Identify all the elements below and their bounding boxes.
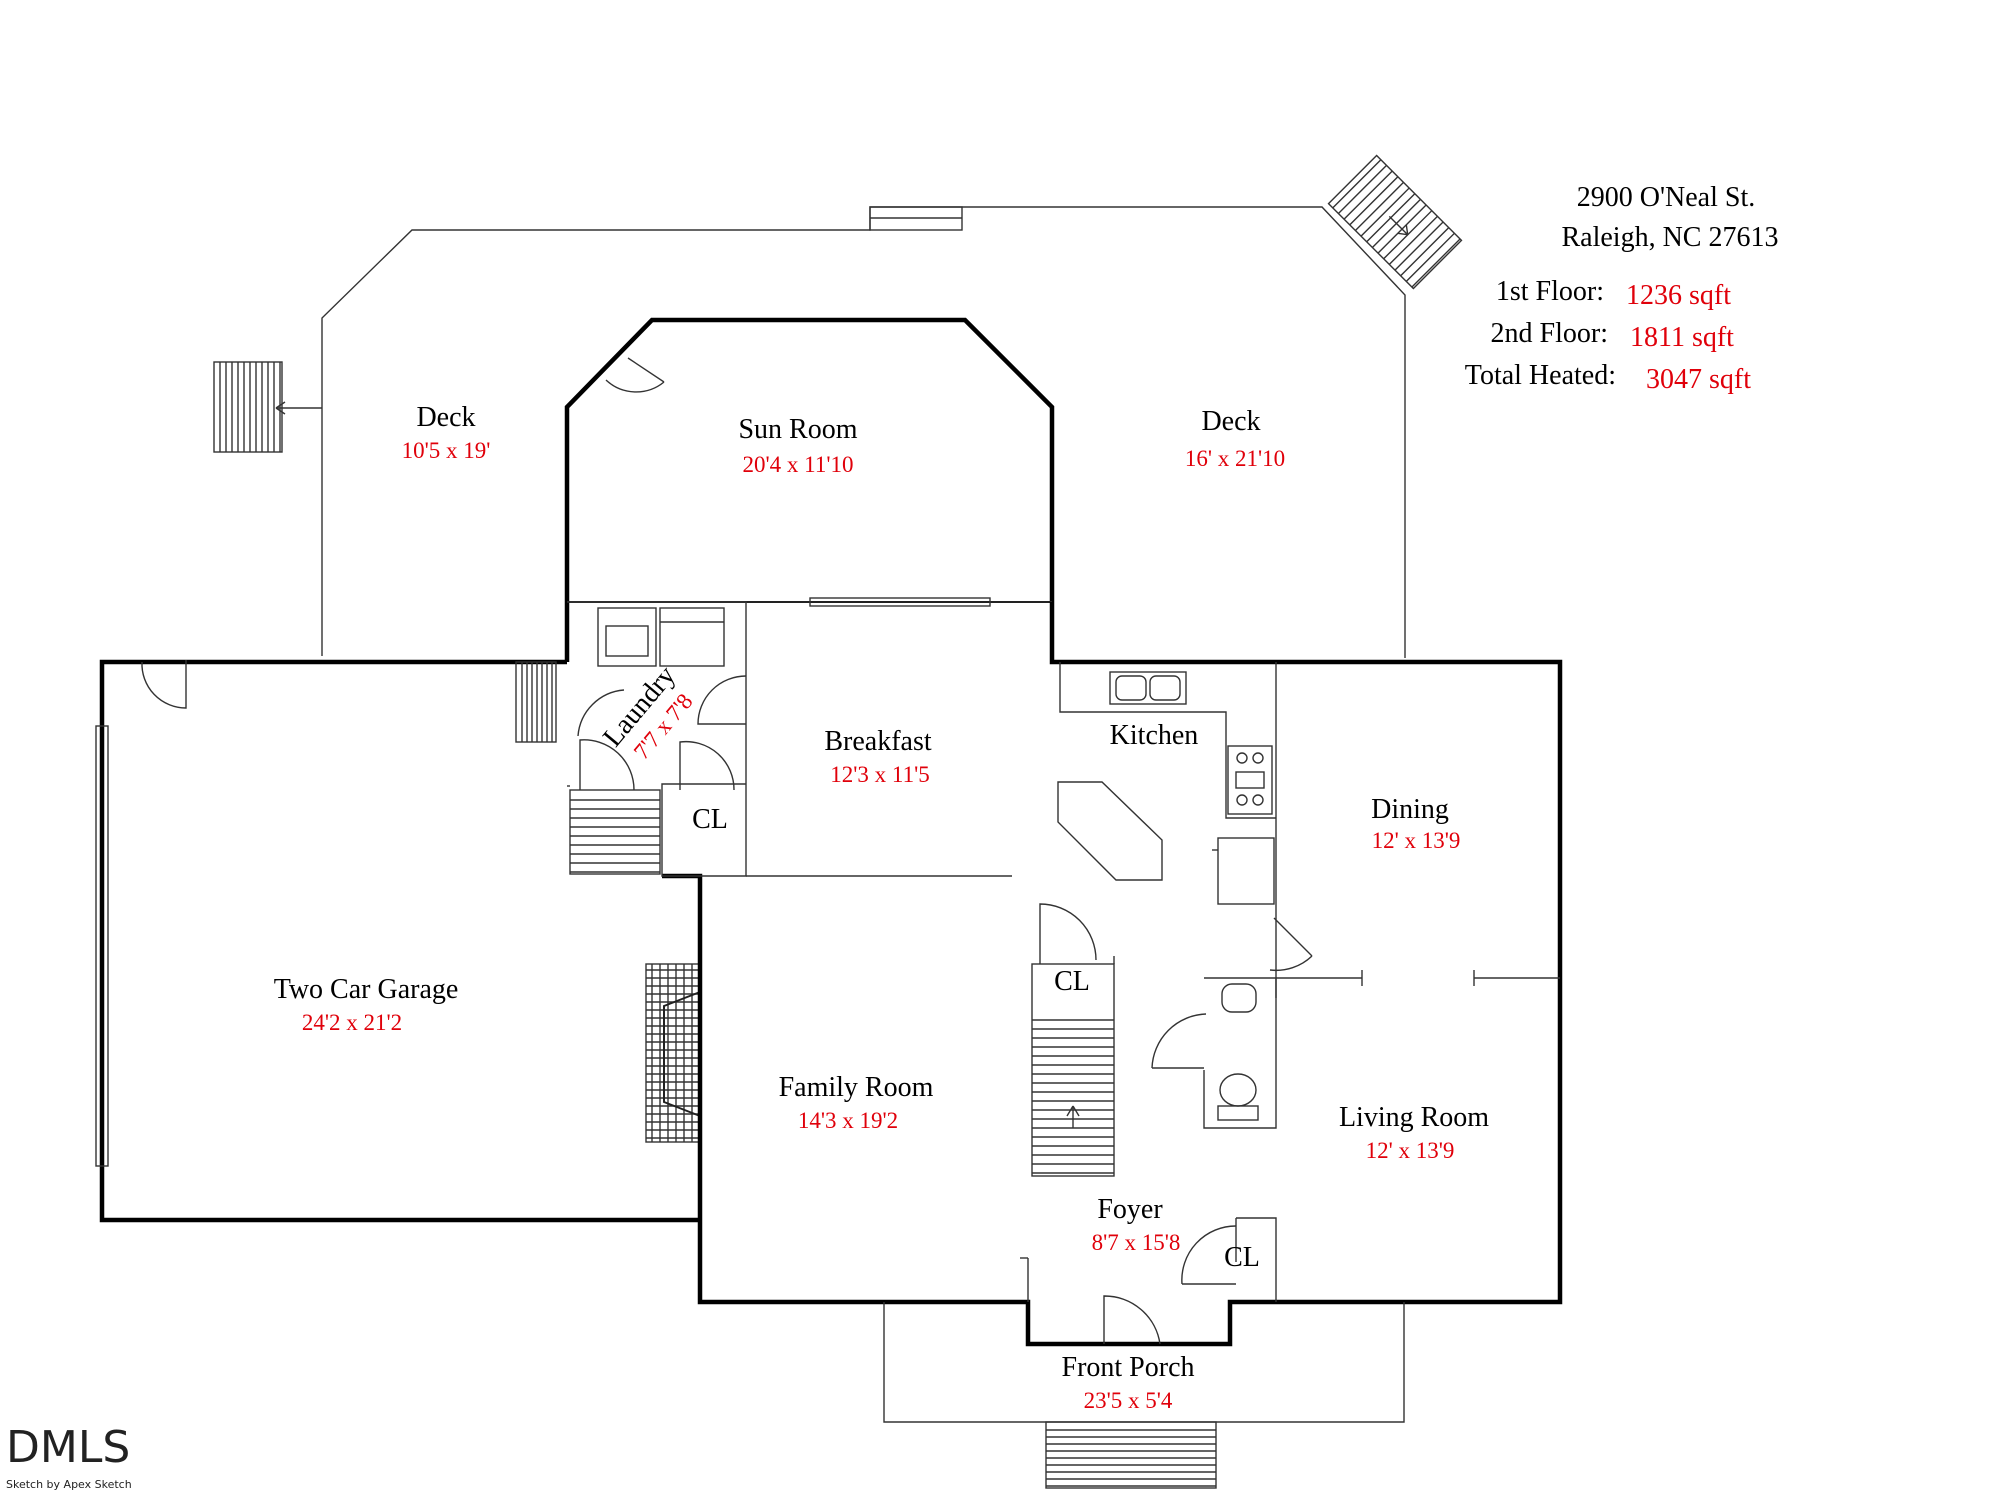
powder-room	[1151, 917, 1560, 1129]
sun-room-label: Sun Room	[738, 414, 857, 445]
deck-left-dim: 10'5 x 19'	[402, 438, 491, 463]
dining-label: Dining	[1371, 794, 1449, 825]
fridge-icon	[1217, 837, 1275, 905]
total-heated-value: 3047 sqft	[1646, 364, 1751, 395]
kitchen-label: Kitchen	[1110, 720, 1199, 751]
garage-label: Two Car Garage	[274, 974, 459, 1005]
deck-outline	[321, 206, 1406, 658]
apex-sketch-credit: Sketch by Apex Sketch	[6, 1478, 132, 1491]
dryer-icon	[659, 607, 725, 667]
stove-icon	[1227, 745, 1273, 815]
foyer-dim: 8'7 x 15'8	[1092, 1230, 1181, 1255]
front-door	[1103, 1295, 1161, 1345]
address-line2: Raleigh, NC 27613	[1562, 222, 1779, 253]
closet-laundry-label: CL	[692, 804, 728, 835]
laundry-area	[567, 601, 747, 877]
deck-left-stairs	[213, 361, 322, 453]
sliding-door	[809, 597, 991, 607]
foyer-label: Foyer	[1097, 1194, 1163, 1225]
laundry-stairs	[569, 789, 661, 875]
toilet-icon	[1219, 1073, 1257, 1107]
first-floor-label: 1st Floor:	[1496, 276, 1604, 307]
deck-right-dim: 16' x 21'10	[1185, 446, 1285, 471]
front-porch	[883, 1302, 1405, 1489]
sink-icon	[1109, 671, 1187, 705]
main-stairs	[1031, 903, 1115, 1177]
garage-side-door	[141, 660, 187, 709]
front-porch-label: Front Porch	[1062, 1352, 1195, 1383]
total-heated-label: Total Heated:	[1465, 360, 1616, 391]
porch-steps	[1045, 1421, 1217, 1489]
family-room-dim: 14'3 x 19'2	[798, 1108, 898, 1133]
breakfast-label: Breakfast	[824, 726, 932, 757]
vanity-icon	[1221, 983, 1257, 1013]
fireplace	[645, 963, 701, 1143]
main-house-walls	[662, 602, 1563, 1347]
deck-right-stairs	[1327, 154, 1463, 290]
closet-foyer-label: CL	[1224, 1242, 1260, 1273]
living-room-label: Living Room	[1339, 1102, 1489, 1133]
sun-room-walls	[564, 317, 1055, 602]
second-floor-value: 1811 sqft	[1630, 322, 1734, 353]
dining-dim: 12' x 13'9	[1372, 828, 1461, 853]
laundry-door-3	[579, 739, 635, 791]
closet-door	[679, 740, 735, 791]
washer-icon	[597, 607, 657, 667]
kitchen-island	[1057, 781, 1163, 881]
powder-door	[1151, 1013, 1207, 1069]
room-labels: Deck 10'5 x 19' Sun Room 20'4 x 11'10 De…	[274, 402, 1490, 1413]
garage-door	[95, 725, 109, 1167]
garage-walls	[99, 659, 700, 1223]
foyer-closet	[1020, 1217, 1277, 1302]
garage-dim: 24'2 x 21'2	[302, 1010, 402, 1035]
kitchen-door	[1269, 917, 1313, 972]
laundry-door	[577, 689, 625, 737]
family-room-label: Family Room	[779, 1072, 934, 1103]
laundry-door-2	[697, 675, 747, 725]
deck-left-label: Deck	[416, 402, 475, 433]
deck-right-label: Deck	[1201, 406, 1260, 437]
stair-closet-door	[1039, 903, 1097, 964]
closet-stairs-label: CL	[1054, 966, 1090, 997]
property-info: 2900 O'Neal St. Raleigh, NC 27613 1st Fl…	[1465, 182, 1779, 395]
second-floor-label: 2nd Floor:	[1491, 318, 1608, 349]
kitchen-area	[746, 662, 1277, 998]
garage-steps	[515, 661, 557, 743]
sun-room-dim: 20'4 x 11'10	[743, 452, 854, 477]
first-floor-value: 1236 sqft	[1626, 280, 1731, 311]
living-room-dim: 12' x 13'9	[1366, 1138, 1455, 1163]
dmls-watermark: DMLS	[6, 1422, 130, 1473]
breakfast-dim: 12'3 x 11'5	[830, 762, 929, 787]
front-porch-dim: 23'5 x 5'4	[1084, 1388, 1173, 1413]
sun-room-door	[605, 357, 665, 393]
address-line1: 2900 O'Neal St.	[1577, 182, 1755, 213]
